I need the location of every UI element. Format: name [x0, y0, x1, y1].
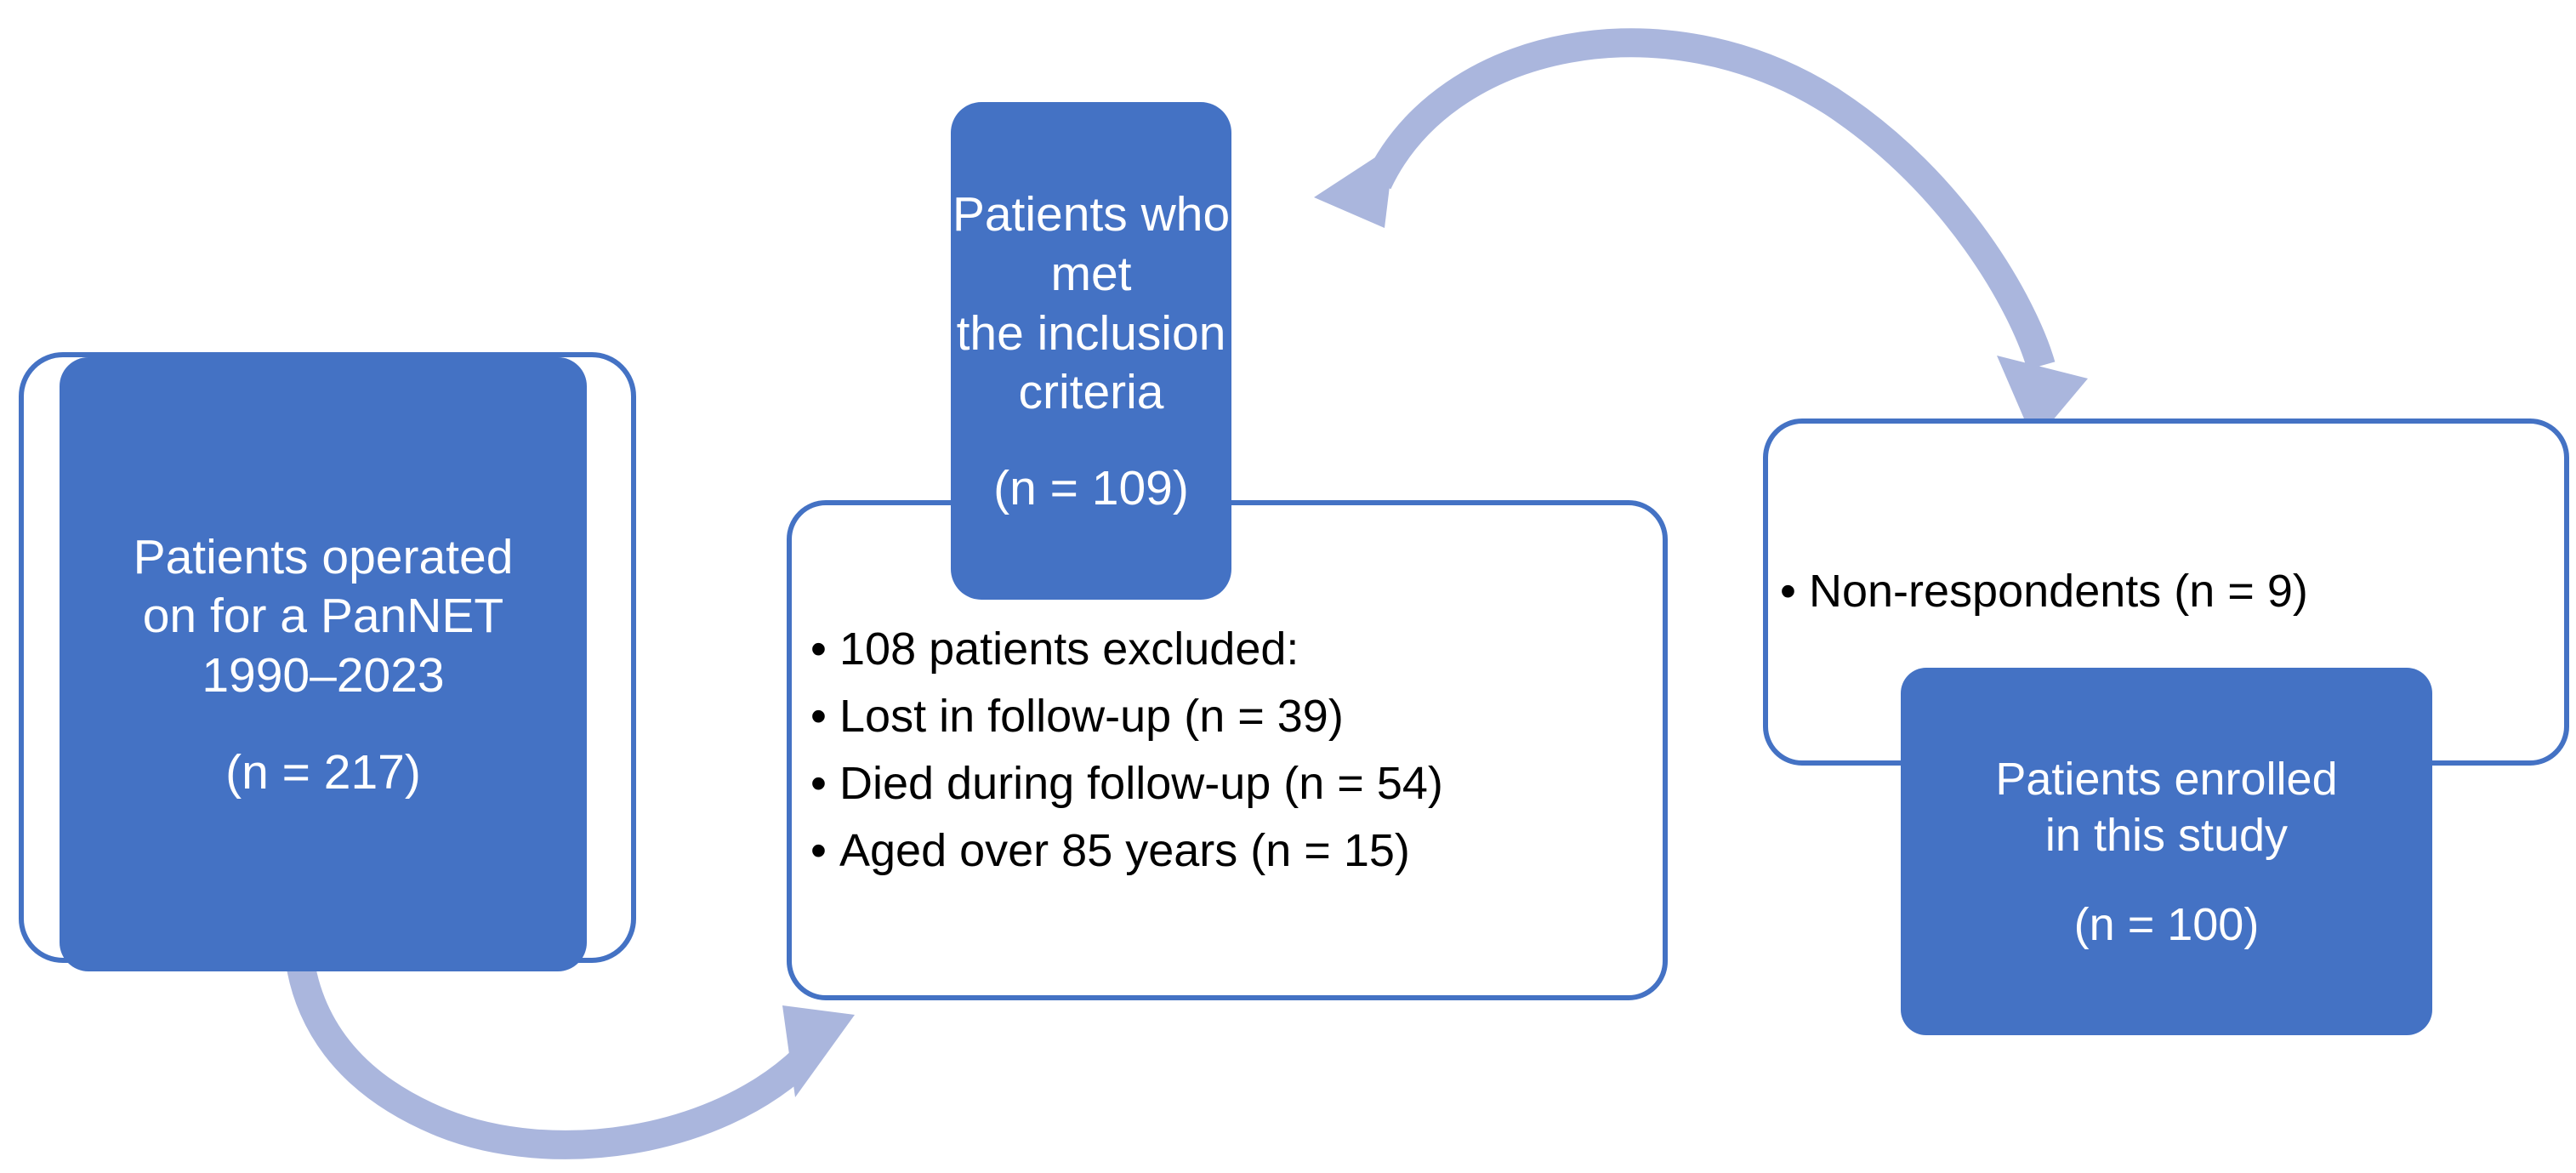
node-patients-operated[interactable]: Patients operated on for a PanNET 1990–2…	[60, 357, 587, 971]
bullet-icon: •	[810, 623, 827, 675]
node-patients-enrolled-text: Patients enrolled in this study	[1995, 754, 2338, 861]
list-item-label: Aged over 85 years (n = 15)	[839, 825, 1410, 877]
list-item-label: Non-respondents (n = 9)	[1809, 566, 2308, 618]
node-exclusion-criteria[interactable]: • 108 patients excluded: • Lost in follo…	[787, 500, 1668, 1000]
node-inclusion-criteria[interactable]: Patients who met the inclusion criteria …	[951, 102, 1231, 600]
list-item-label: Died during follow-up (n = 54)	[839, 758, 1443, 809]
list-item: • Lost in follow-up (n = 39)	[810, 683, 1663, 750]
node-patients-operated-text: Patients operated on for a PanNET 1990–2…	[133, 529, 514, 703]
list-item: • Died during follow-up (n = 54)	[810, 750, 1663, 817]
list-item: • Non-respondents (n = 9)	[1780, 568, 2564, 615]
node-patients-operated-count: (n = 217)	[225, 745, 421, 800]
exclusion-bullet-list: • 108 patients excluded: • Lost in follo…	[810, 616, 1663, 885]
bullet-icon: •	[810, 825, 827, 877]
node-patients-enrolled-count: (n = 100)	[2073, 898, 2260, 950]
node-patients-enrolled[interactable]: Patients enrolled in this study (n = 100…	[1901, 668, 2432, 1035]
arrow-inclusion-to-nonrespondents	[1314, 28, 2088, 442]
bullet-icon: •	[810, 690, 827, 742]
list-item-label: 108 patients excluded:	[839, 623, 1299, 675]
list-item: • Aged over 85 years (n = 15)	[810, 817, 1663, 885]
non-respondents-bullet-list: • Non-respondents (n = 9)	[1780, 568, 2564, 615]
bullet-icon: •	[1780, 566, 1796, 618]
node-inclusion-criteria-text: Patients who met the inclusion criteria	[952, 187, 1231, 420]
node-inclusion-criteria-count: (n = 109)	[993, 460, 1189, 515]
list-item: • 108 patients excluded:	[810, 616, 1663, 683]
bullet-icon: •	[810, 758, 827, 809]
list-item-label: Lost in follow-up (n = 39)	[839, 690, 1344, 742]
